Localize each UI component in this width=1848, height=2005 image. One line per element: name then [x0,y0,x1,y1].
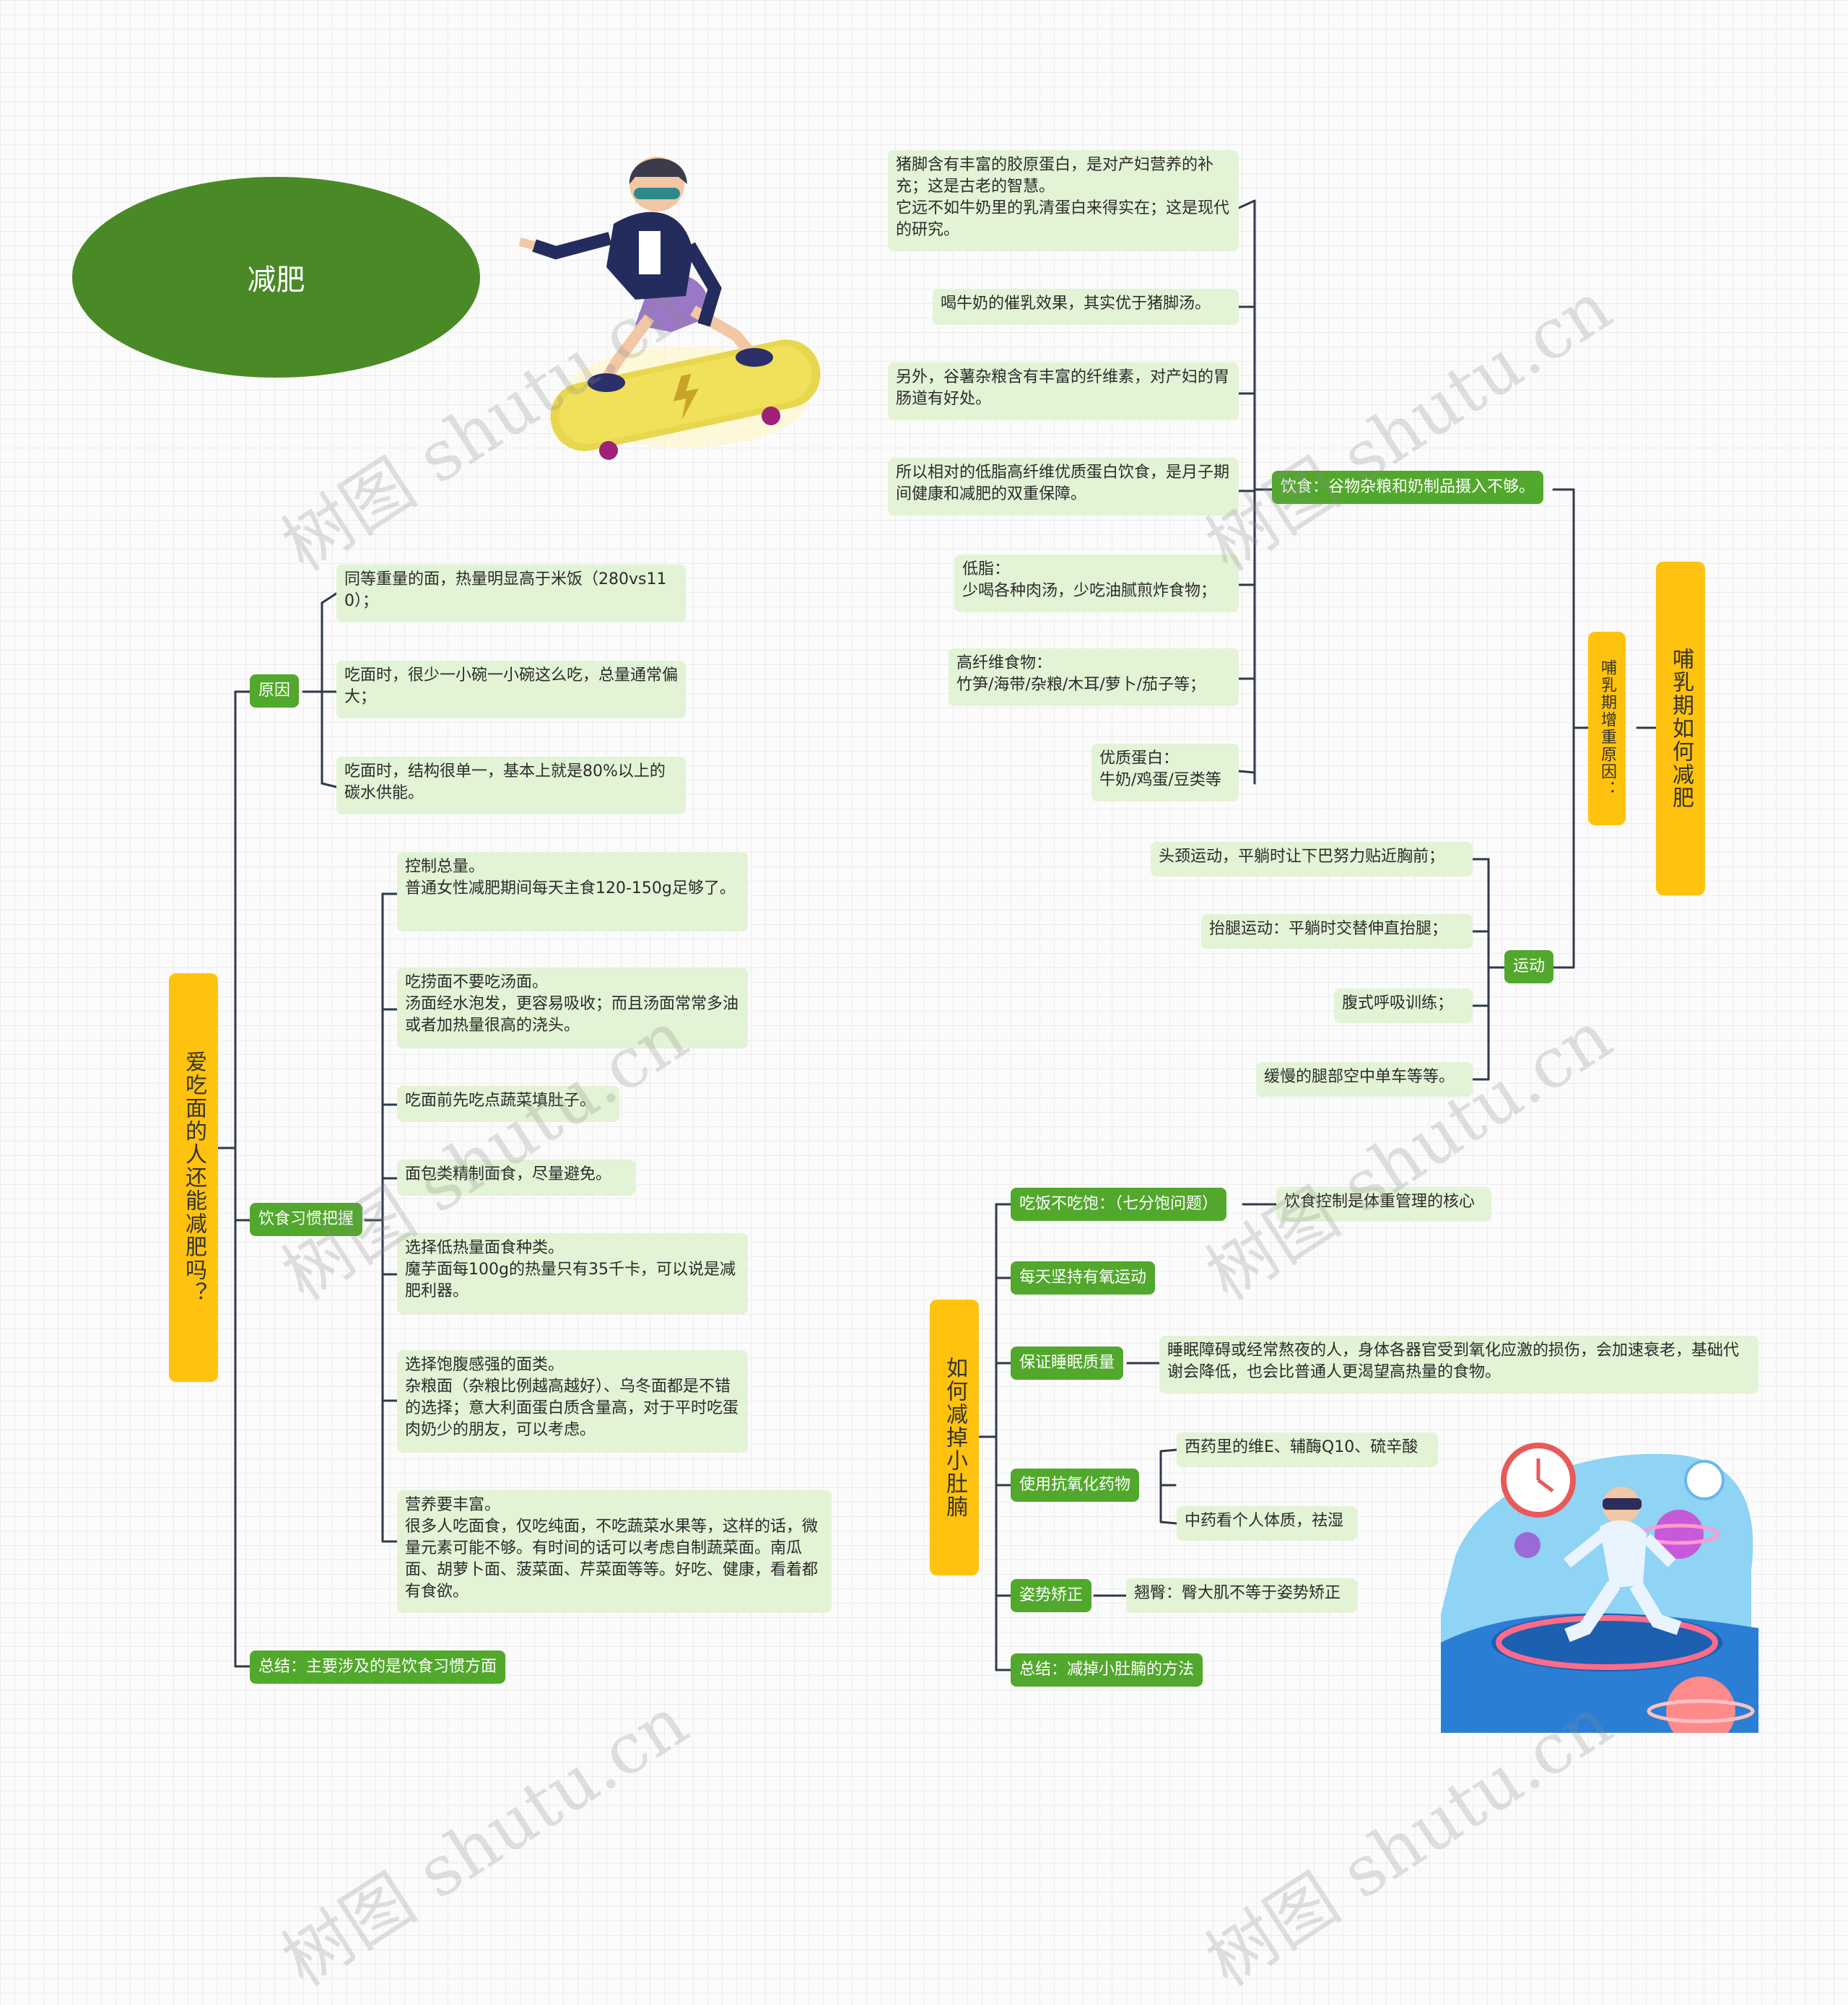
node-belly-4-label: 使用抗氧化药物 [1019,1474,1130,1496]
node-belly-2[interactable]: 每天坚持有氧运动 [1011,1261,1155,1295]
node-belly-4[interactable]: 使用抗氧化药物 [1011,1469,1139,1502]
node-belly-5[interactable]: 姿势矫正 [1011,1579,1091,1612]
topic-breastfeeding-label: 哺乳期如何减肥 [1665,648,1696,809]
node-belly-3-label: 保证睡眠质量 [1019,1352,1115,1374]
node-reason[interactable]: 原因 [250,674,299,708]
leaf-belly-3-detail[interactable]: 睡眠障碍或经常熬夜的人，身体各器官受到氧化应激的损伤，会加速衰老，基础代谢会降低… [1159,1336,1758,1393]
node-left-summary[interactable]: 总结：主要涉及的是饮食习惯方面 [250,1650,505,1684]
leaf-diet-7[interactable]: 优质蛋白： 牛奶/鸡蛋/豆类等 [1091,744,1239,801]
topic-eat-noodles[interactable]: 爱吃面的人还能减肥吗？ [169,973,218,1382]
node-belly-1-label: 吃饭不吃饱：（七分饱问题） [1019,1193,1218,1215]
leaf-reason-3[interactable]: 吃面时，结构很单一，基本上就是80%以上的碳水供能。 [336,757,686,814]
node-belly-6-label: 总结：减掉小肚腩的方法 [1019,1659,1194,1681]
space-runner-illustration [1441,1426,1758,1733]
leaf-diet-6[interactable]: 高纤维食物： 竹笋/海带/杂粮/木耳/萝卜/茄子等； [949,648,1239,706]
leaf-reason-2[interactable]: 吃面时，很少一小碗一小碗这么吃，总量通常偏大； [336,661,686,718]
leaf-exercise-2[interactable]: 抬腿运动：平躺时交替伸直抬腿； [1201,914,1473,949]
topic-eat-noodles-label: 爱吃面的人还能减肥吗？ [178,1051,209,1305]
leaf-diet-3[interactable]: 另外，谷薯杂粮含有丰富的纤维素，对产妇的胃肠道有好处。 [888,362,1239,420]
node-reason-label: 原因 [258,680,290,702]
subtopic-weight-gain-reason-label: 哺乳期增重原因： [1595,659,1618,798]
topic-belly-fat[interactable]: 如何减掉小肚腩 [930,1300,979,1575]
leaf-belly-4-detail-2[interactable]: 中药看个人体质，祛湿 [1177,1506,1357,1541]
leaf-diet-2[interactable]: 喝牛奶的催乳效果，其实优于猪脚汤。 [933,289,1239,325]
leaf-belly-5-detail[interactable]: 翘臀：臀大肌不等于姿势矫正 [1126,1578,1357,1613]
topic-belly-fat-label: 如何减掉小肚腩 [938,1357,970,1518]
leaf-habit-1[interactable]: 控制总量。 普通女性减肥期间每天主食120-150g足够了。 [397,852,748,931]
leaf-habit-5[interactable]: 选择低热量面食种类。 魔芋面每100g的热量只有35千卡，可以说是减肥利器。 [397,1233,748,1314]
leaf-diet-5[interactable]: 低脂： 少喝各种肉汤，少吃油腻煎炸食物； [954,554,1239,612]
node-belly-2-label: 每天坚持有氧运动 [1019,1267,1146,1289]
subtopic-weight-gain-reason[interactable]: 哺乳期增重原因： [1588,632,1626,825]
leaf-reason-1[interactable]: 同等重量的面，热量明显高于米饭（280vs110）； [336,565,686,622]
leaf-habit-6[interactable]: 选择饱腹感强的面类。 杂粮面（杂粮比例越高越好）、乌冬面都是不错的选择；意大利面… [397,1350,748,1453]
node-left-summary-label: 总结：主要涉及的是饮食习惯方面 [258,1656,497,1678]
node-exercise-label: 运动 [1513,956,1545,978]
leaf-belly-4-detail-1[interactable]: 西药里的维E、辅酶Q10、硫辛酸 [1177,1432,1438,1467]
node-exercise[interactable]: 运动 [1504,950,1553,983]
node-belly-6[interactable]: 总结：减掉小肚腩的方法 [1011,1653,1203,1687]
leaf-exercise-3[interactable]: 腹式呼吸训练； [1334,988,1473,1023]
leaf-habit-7[interactable]: 营养要丰富。 很多人吃面食，仅吃纯面，不吃蔬菜水果等，这样的话，微量元素可能不够… [397,1490,832,1613]
central-title[interactable]: 减肥 [72,177,480,378]
node-belly-3[interactable]: 保证睡眠质量 [1011,1347,1123,1380]
leaf-diet-1[interactable]: 猪脚含有丰富的胶原蛋白，是对产妇营养的补充；这是古老的智慧。 它远不如牛奶里的乳… [888,150,1239,251]
leaf-exercise-1[interactable]: 头颈运动，平躺时让下巴努力贴近胸前； [1151,842,1473,877]
topic-breastfeeding[interactable]: 哺乳期如何减肥 [1656,562,1705,895]
node-belly-5-label: 姿势矫正 [1019,1585,1083,1606]
node-belly-1[interactable]: 吃饭不吃饱：（七分饱问题） [1011,1188,1226,1221]
